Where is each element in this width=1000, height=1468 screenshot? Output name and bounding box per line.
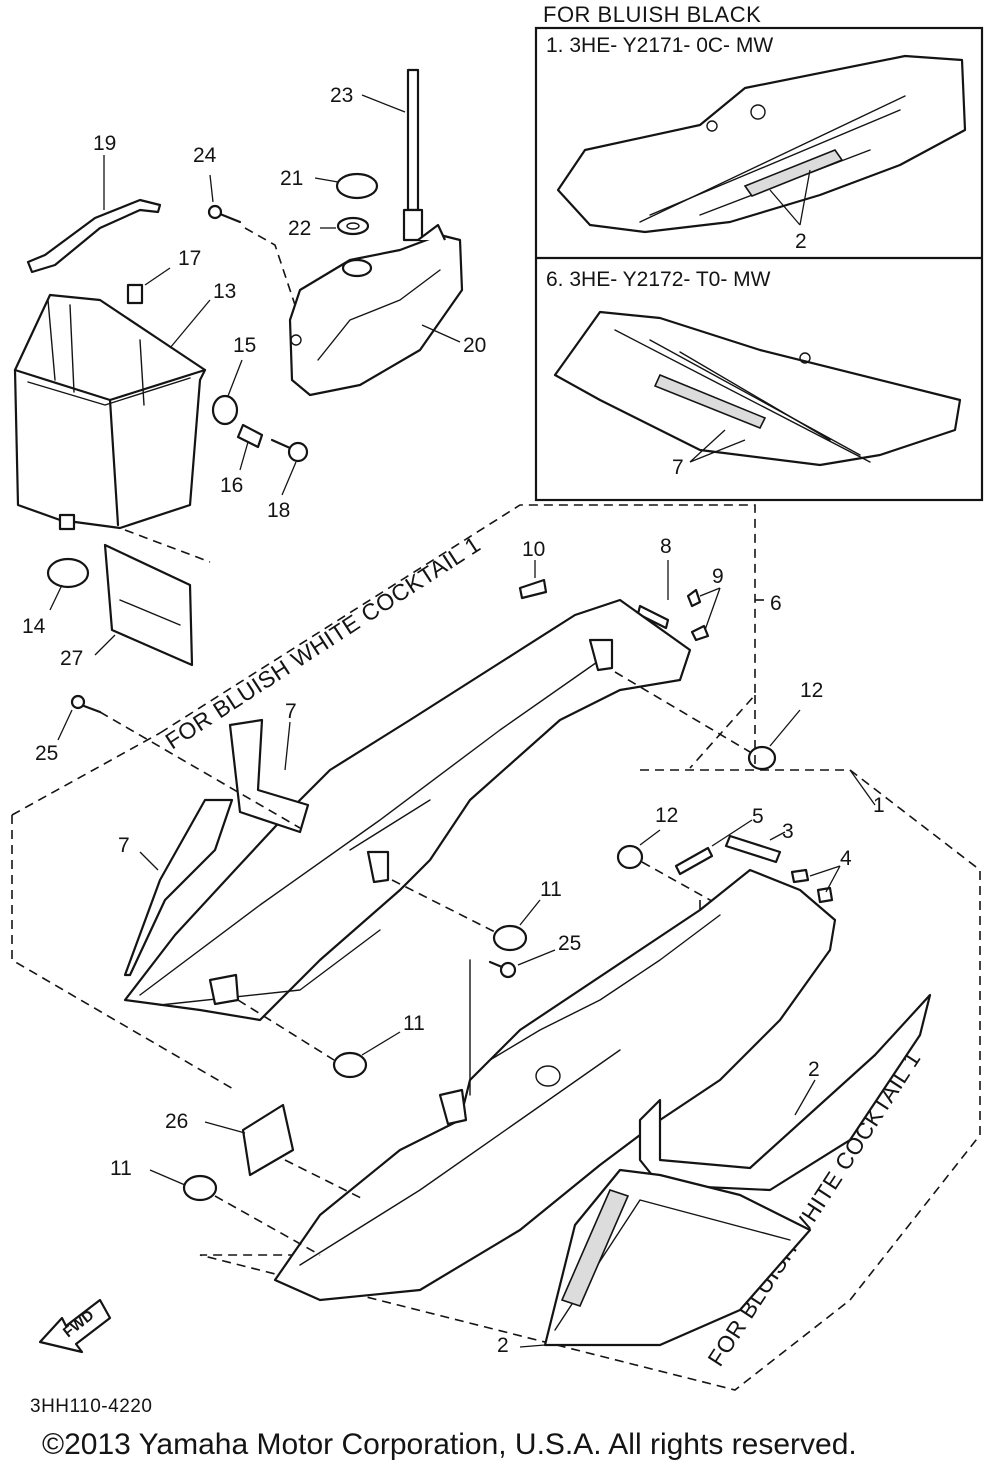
battery-box-group: 19 17 13 15 16 18 14 27 bbox=[13, 132, 309, 670]
callout-24: 24 bbox=[193, 144, 217, 167]
callout-23: 23 bbox=[330, 84, 353, 107]
callout-6: 6 bbox=[770, 592, 782, 615]
reservoir-group: 23 21 22 24 20 bbox=[193, 68, 486, 397]
callout-1: 1 bbox=[873, 794, 885, 817]
callout-27: 27 bbox=[60, 647, 83, 670]
callout-7c: 7 bbox=[118, 834, 130, 857]
inset-bluish-black: FOR BLUISH BLACK 1. 3HE- Y2171- 0C- MW 2… bbox=[534, 2, 984, 502]
inset-title: FOR BLUISH BLACK bbox=[543, 2, 761, 27]
cover-group-1: 1 FOR BLUISH WHITE COCKTAIL 1 3 5 4 12 2… bbox=[11, 695, 981, 1391]
callout-19: 19 bbox=[93, 132, 116, 155]
callout-8: 8 bbox=[660, 535, 672, 558]
side-cover-left-drawing: 7 bbox=[553, 310, 962, 479]
callout-4: 4 bbox=[840, 847, 852, 870]
callout-13: 13 bbox=[213, 280, 236, 303]
callout-25b: 25 bbox=[558, 932, 581, 955]
callout-16: 16 bbox=[220, 474, 243, 497]
side-cover-right-drawing: 2 bbox=[556, 54, 967, 253]
callout-11b: 11 bbox=[403, 1012, 425, 1035]
callout-14: 14 bbox=[22, 615, 46, 638]
callout-10: 10 bbox=[522, 538, 545, 561]
callout-12a: 12 bbox=[800, 679, 823, 702]
inset-item-1-label: 1. 3HE- Y2171- 0C- MW bbox=[546, 34, 773, 57]
callout-11c: 11 bbox=[110, 1157, 132, 1180]
callout-3: 3 bbox=[782, 820, 794, 843]
callout-20: 20 bbox=[463, 334, 486, 357]
callout-12b: 12 bbox=[655, 804, 678, 827]
callout-21: 21 bbox=[280, 167, 303, 190]
callout-2a: 2 bbox=[795, 230, 807, 253]
drawing-code: 3HH110-4220 bbox=[30, 1396, 152, 1417]
callout-26: 26 bbox=[165, 1110, 188, 1133]
callout-5: 5 bbox=[752, 805, 764, 828]
callout-7b: 7 bbox=[285, 700, 297, 723]
callout-22: 22 bbox=[288, 217, 311, 240]
callout-2c: 2 bbox=[497, 1334, 509, 1357]
inset-item-6-label: 6. 3HE- Y2172- T0- MW bbox=[546, 268, 771, 291]
callout-2b: 2 bbox=[808, 1058, 820, 1081]
forward-arrow-icon: FWD bbox=[38, 1298, 112, 1354]
callout-17: 17 bbox=[178, 247, 201, 270]
callout-7a: 7 bbox=[672, 456, 684, 479]
copyright-notice: ©2013 Yamaha Motor Corporation, U.S.A. A… bbox=[42, 1428, 857, 1461]
callout-25a: 25 bbox=[35, 742, 58, 765]
callout-15: 15 bbox=[233, 334, 256, 357]
callout-11a: 11 bbox=[540, 878, 562, 901]
callout-18: 18 bbox=[267, 499, 290, 522]
callout-9: 9 bbox=[712, 565, 724, 588]
